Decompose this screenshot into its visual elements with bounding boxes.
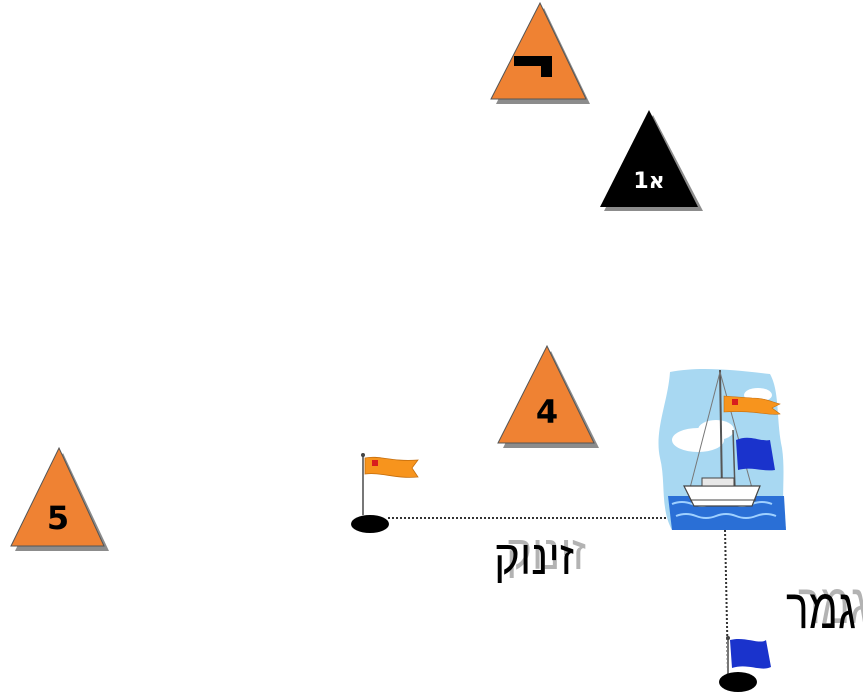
finish-buoy	[719, 636, 771, 692]
mark-1a: 1א	[600, 110, 703, 211]
mark-1a-label: 1א	[633, 169, 664, 194]
start-label-text: זינוק	[494, 532, 574, 585]
mark-4-label: 4	[536, 393, 558, 431]
mark-1	[491, 3, 590, 104]
blue-flag-icon	[730, 639, 771, 669]
committee-boat-icon	[659, 369, 786, 530]
mark-5: 5	[11, 448, 109, 551]
finish-label-text: גמר	[786, 577, 856, 640]
start-label: זינוק זינוק	[494, 527, 586, 585]
mark-5-label: 5	[47, 499, 69, 537]
start-pin-buoy	[351, 453, 418, 533]
finish-label: גמר גמר	[786, 572, 863, 640]
mark-4: 4	[498, 346, 599, 448]
